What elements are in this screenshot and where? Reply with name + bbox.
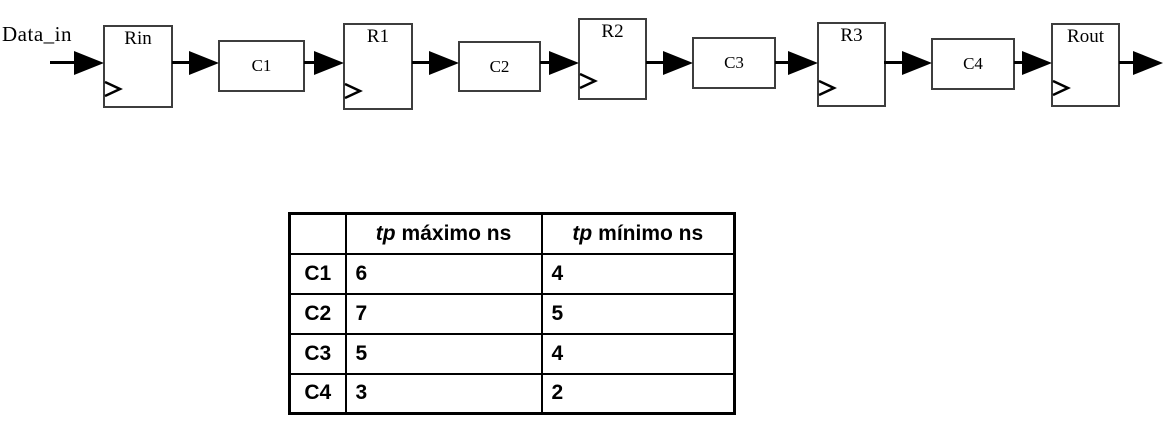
register-label: R2 bbox=[601, 21, 624, 42]
arrowhead-icon bbox=[314, 51, 344, 75]
header-tp-max-text: máximo ns bbox=[401, 221, 512, 245]
clock-input-icon bbox=[344, 82, 363, 100]
cblock-c2: C2 bbox=[458, 41, 541, 92]
table-row: C4 3 2 bbox=[288, 372, 736, 415]
tp-min-value: 5 bbox=[540, 292, 736, 335]
wire bbox=[412, 61, 444, 64]
register-rout: Rout bbox=[1051, 23, 1120, 107]
arrowhead-icon bbox=[1022, 51, 1052, 75]
tp-max-value: 7 bbox=[344, 292, 543, 335]
row-label: C4 bbox=[288, 372, 347, 415]
cblock-c3: C3 bbox=[692, 37, 776, 89]
register-r3: R3 bbox=[817, 22, 886, 107]
tp-max-value: 6 bbox=[344, 252, 543, 295]
cblock-label: C4 bbox=[963, 54, 983, 73]
tp-symbol: tp bbox=[572, 221, 593, 245]
tp-max-value: 3 bbox=[344, 372, 543, 415]
register-label: Rout bbox=[1067, 26, 1104, 47]
input-signal-label: Data_in bbox=[2, 22, 72, 46]
wire bbox=[646, 61, 678, 64]
register-label: R3 bbox=[840, 25, 863, 46]
register-rin: Rin bbox=[103, 25, 173, 108]
clock-input-icon bbox=[818, 79, 837, 97]
arrowhead-icon bbox=[663, 51, 693, 75]
clock-input-icon bbox=[104, 80, 123, 98]
row-label: C3 bbox=[288, 332, 347, 375]
wire bbox=[50, 61, 89, 64]
arrowhead-icon bbox=[1133, 51, 1163, 75]
row-label: C2 bbox=[288, 292, 347, 335]
cblock-c1: C1 bbox=[218, 40, 305, 92]
register-r1: R1 bbox=[343, 23, 413, 110]
clock-input-icon bbox=[579, 72, 598, 90]
row-label: C1 bbox=[288, 252, 347, 295]
arrowhead-icon bbox=[549, 51, 579, 75]
header-empty-cell bbox=[288, 212, 347, 255]
clock-input-icon bbox=[1052, 79, 1071, 97]
arrowhead-icon bbox=[429, 51, 459, 75]
cblock-label: C3 bbox=[724, 53, 744, 72]
arrowhead-icon bbox=[788, 51, 818, 75]
arrowhead-icon bbox=[189, 51, 219, 75]
header-tp-min-text: mínimo ns bbox=[598, 221, 704, 245]
table-row: C1 6 4 bbox=[288, 252, 736, 295]
arrowhead-icon bbox=[74, 51, 104, 75]
tp-min-value: 4 bbox=[540, 332, 736, 375]
arrowhead-icon bbox=[902, 51, 932, 75]
tp-min-value: 4 bbox=[540, 252, 736, 295]
cblock-label: C2 bbox=[489, 56, 510, 76]
tp-symbol: tp bbox=[375, 221, 396, 245]
wire bbox=[884, 61, 917, 64]
wire bbox=[172, 61, 204, 64]
register-r2: R2 bbox=[578, 18, 647, 100]
cblock-label: C1 bbox=[251, 56, 272, 75]
register-label: Rin bbox=[124, 28, 152, 49]
tp-min-value: 2 bbox=[540, 372, 736, 415]
table-row: C2 7 5 bbox=[288, 292, 736, 335]
table-row: C3 5 4 bbox=[288, 332, 736, 375]
register-label: R1 bbox=[366, 26, 390, 47]
cblock-c4: C4 bbox=[931, 38, 1015, 90]
tp-max-value: 5 bbox=[344, 332, 543, 375]
